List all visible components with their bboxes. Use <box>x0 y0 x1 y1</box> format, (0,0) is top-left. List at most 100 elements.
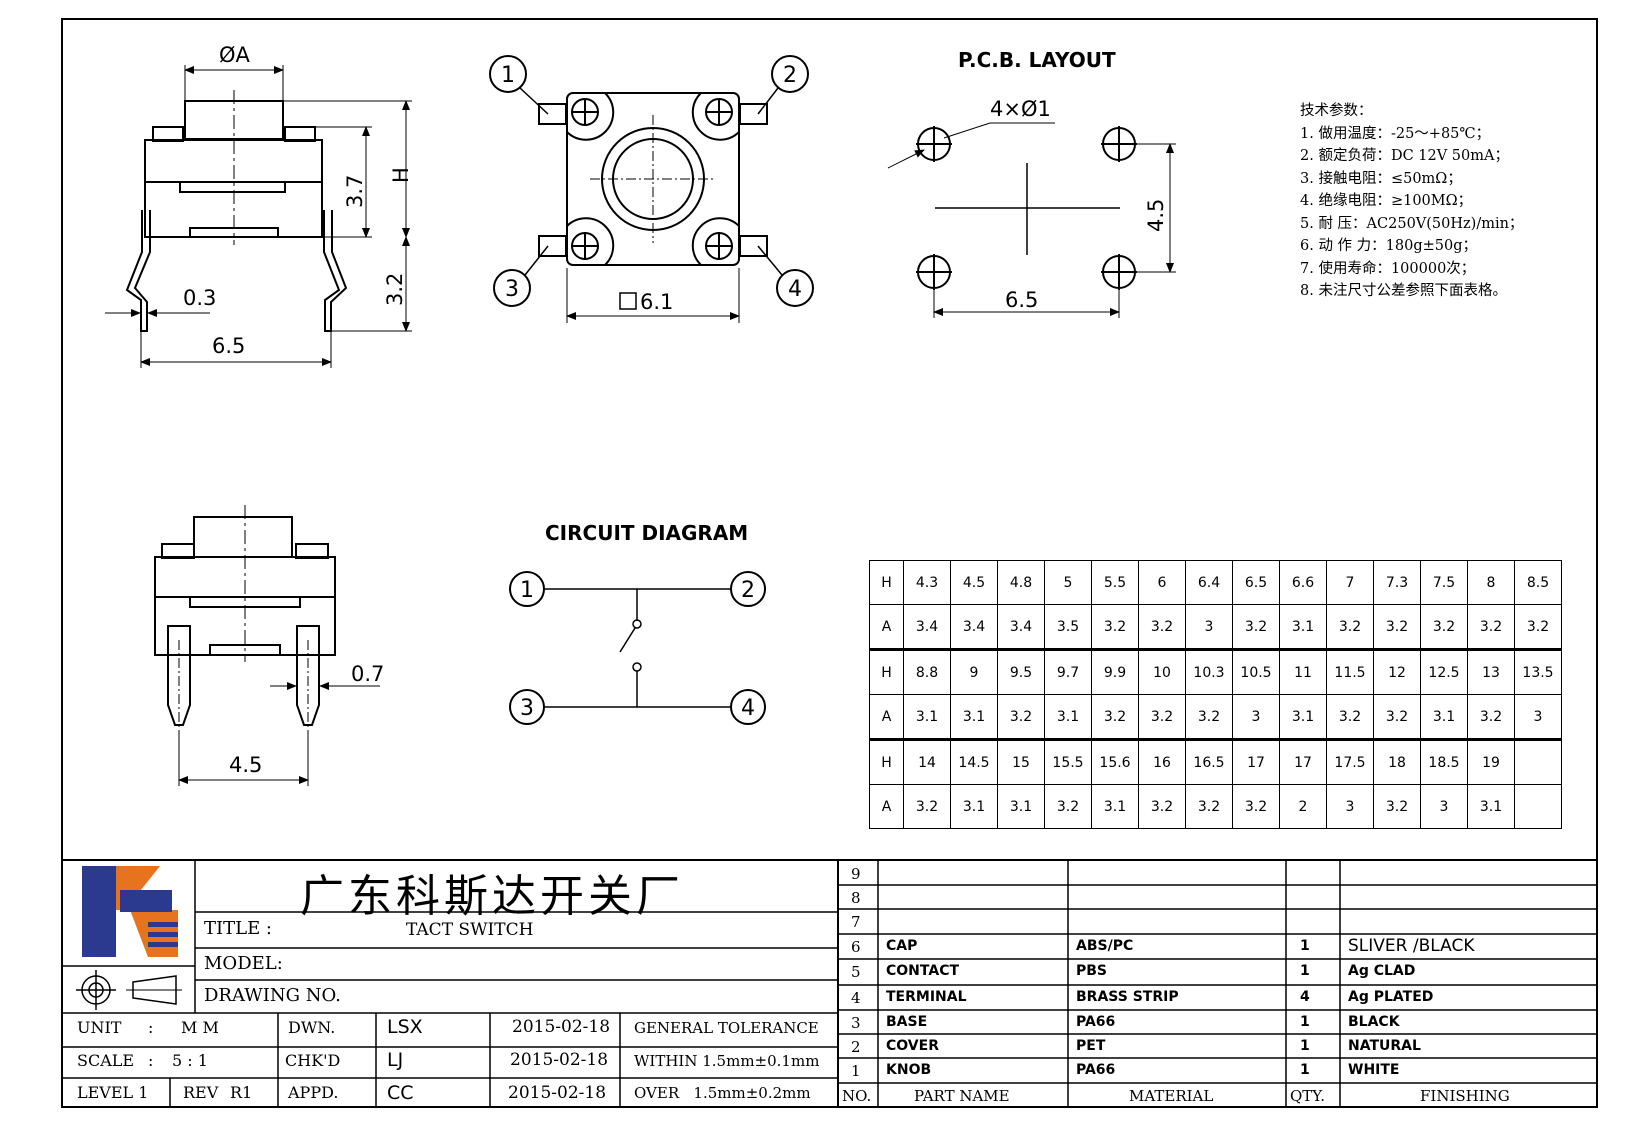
unit-label: UNIT <box>77 1018 122 1037</box>
dimension-value-cell: 8.5 <box>1514 560 1562 605</box>
spec-line: 3. 接触电阻：≤50mΩ； <box>1300 170 1462 187</box>
bom-material-cell: PA66 <box>1076 1014 1116 1030</box>
dimension-value-cell: 15 <box>997 738 1045 785</box>
dimension-value-cell: 3.5 <box>1044 604 1092 650</box>
dimension-value-cell: 3.2 <box>1044 784 1092 829</box>
spec-line: 5. 耐 压：AC250V(50Hz)/min； <box>1300 215 1524 232</box>
dimension-value-cell: 3.4 <box>903 604 951 650</box>
spec-line: 7. 使用寿命：100000次； <box>1300 260 1476 277</box>
tech-specs: 技术参数： 1. 做用温度：-25～+85℃； 2. 额定负荷：DC 12V 5… <box>1300 100 1523 303</box>
dimension-value-cell: 13 <box>1467 648 1515 695</box>
dim-3-7: 3.7 <box>343 175 367 208</box>
dimension-value-cell: 6.5 <box>1232 560 1280 605</box>
dim-6-5-pcb: 6.5 <box>1005 288 1038 312</box>
dimension-value-cell: 3.2 <box>1467 694 1515 740</box>
dimension-value-cell: 3 <box>1420 784 1468 829</box>
dimension-value-cell: 9 <box>950 648 998 695</box>
dimension-value-cell: 7 <box>1326 560 1374 605</box>
bom-qty-cell: 1 <box>1300 963 1310 979</box>
bom-finish-cell: Ag CLAD <box>1348 963 1416 979</box>
dimension-value-cell: 3 <box>1185 604 1233 650</box>
dimension-value-cell: 3.1 <box>1420 694 1468 740</box>
dimension-value-cell <box>1514 738 1562 785</box>
spec-line: 2. 额定负荷：DC 12V 50mA； <box>1300 148 1509 164</box>
dim-4-5: 4.5 <box>1144 199 1168 232</box>
dimension-value-cell: 12 <box>1373 648 1421 695</box>
dimension-value-cell: 3.2 <box>1232 604 1280 650</box>
dimension-value-cell: 8.8 <box>903 648 951 695</box>
dimension-value-cell: 16 <box>1138 738 1186 785</box>
dimension-value-cell: 9.9 <box>1091 648 1139 695</box>
dimension-value-cell: 15.5 <box>1044 738 1092 785</box>
dimension-key-cell: H <box>869 648 904 695</box>
circuit-pin-2: 2 <box>741 578 755 603</box>
spec-line: 6. 动 作 力：180g±50g； <box>1300 238 1478 254</box>
dimension-value-cell: 3.2 <box>1373 604 1421 650</box>
level-label: LEVEL 1 <box>77 1083 149 1102</box>
circuit-pin-4: 4 <box>741 696 755 721</box>
dim-holes: 4×Ø1 <box>990 97 1051 121</box>
bom-qty-cell: 1 <box>1300 1014 1310 1030</box>
dimension-value-cell: 6 <box>1138 560 1186 605</box>
side-view-side <box>154 505 336 735</box>
dim-6-5: 6.5 <box>212 334 245 358</box>
dimension-value-cell: 15.6 <box>1091 738 1139 785</box>
dimension-value-cell: 17.5 <box>1326 738 1374 785</box>
dimension-value-cell: 3.1 <box>1279 694 1327 740</box>
specs-heading: 技术参数： <box>1300 103 1373 119</box>
chk-date: 2015-02-18 <box>510 1050 609 1070</box>
dimension-value-cell: 5 <box>1044 560 1092 605</box>
spec-line: 8. 未注尺寸公差参照下面表格。 <box>1300 283 1507 299</box>
dimension-value-cell: 6.6 <box>1279 560 1327 605</box>
dimension-value-cell: 3.2 <box>1467 604 1515 650</box>
tolerance-within: WITHIN 1.5mm±0.1mm <box>634 1052 820 1070</box>
dimension-value-cell: 17 <box>1232 738 1280 785</box>
pcb-layout-title: P.C.B. LAYOUT <box>958 48 1116 72</box>
dimension-value-cell: 3.1 <box>950 784 998 829</box>
model-label: MODEL: <box>204 953 283 974</box>
dimension-key-cell: H <box>869 738 904 785</box>
bom-no-cell: 8 <box>851 889 861 907</box>
bom-no-cell: 1 <box>851 1062 861 1080</box>
bom-header-finish: FINISHING <box>1420 1087 1510 1105</box>
title-label: TITLE : <box>204 918 273 939</box>
dimension-value-cell <box>1514 784 1562 829</box>
dimension-value-cell: 10.3 <box>1185 648 1233 695</box>
dimension-value-cell: 3.2 <box>1326 694 1374 740</box>
bom-part-cell: KNOB <box>886 1062 932 1078</box>
bom-part-cell: TERMINAL <box>886 989 967 1005</box>
dimension-value-cell: 11 <box>1279 648 1327 695</box>
appd-date: 2015-02-18 <box>508 1083 607 1103</box>
bom-no-cell: 7 <box>851 913 861 931</box>
dimension-value-cell: 9.7 <box>1044 648 1092 695</box>
dim-0-3: 0.3 <box>183 286 216 310</box>
dimension-value-cell: 3.2 <box>997 694 1045 740</box>
scale-colon: : <box>148 1051 154 1070</box>
top-view-dimensions <box>566 268 740 323</box>
bom-no-cell: 2 <box>851 1038 861 1056</box>
circuit-diagram <box>509 571 766 725</box>
dimension-value-cell: 3 <box>1232 694 1280 740</box>
dimension-value-cell: 7.5 <box>1420 560 1468 605</box>
dim-dia-a: ØA <box>219 43 251 67</box>
dimension-value-cell: 3.1 <box>1467 784 1515 829</box>
dimension-value-cell: 14 <box>903 738 951 785</box>
spec-line: 1. 做用温度：-25～+85℃； <box>1300 125 1491 142</box>
dimension-value-cell: 3.2 <box>1420 604 1468 650</box>
dimension-value-cell: 2 <box>1279 784 1327 829</box>
bom-part-cell: BASE <box>886 1014 928 1030</box>
title-value: TACT SWITCH <box>406 920 534 940</box>
dimension-value-cell: 3.2 <box>1373 784 1421 829</box>
dimension-value-cell: 5.5 <box>1091 560 1139 605</box>
dimension-value-cell: 3.2 <box>1514 604 1562 650</box>
dimension-value-cell: 3.4 <box>950 604 998 650</box>
dimension-value-cell: 9.5 <box>997 648 1045 695</box>
dim-0-7: 0.7 <box>351 662 384 686</box>
bom-part-cell: CONTACT <box>886 963 960 979</box>
dimension-value-cell: 4.3 <box>903 560 951 605</box>
dwn-label: DWN. <box>288 1018 336 1037</box>
chk-label: CHK'D <box>285 1051 341 1070</box>
